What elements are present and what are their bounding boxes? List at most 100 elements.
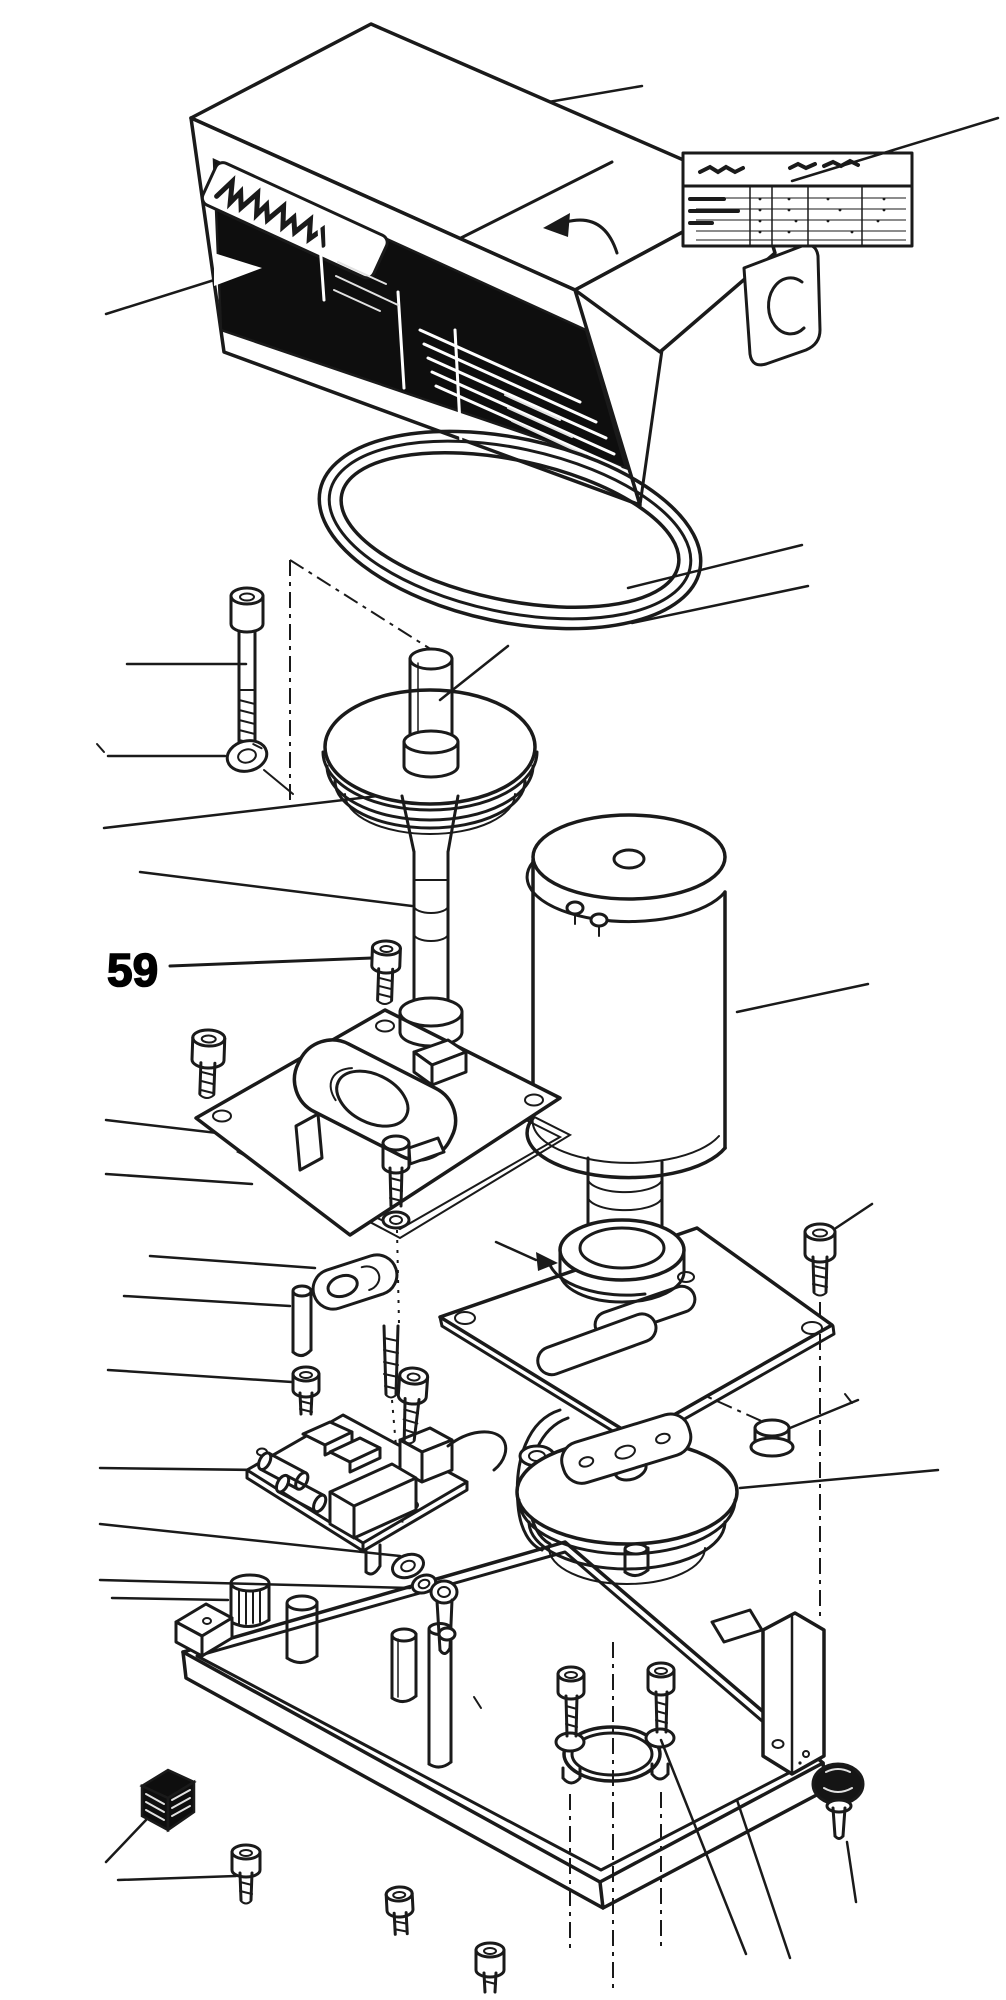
disc-top-plate	[560, 1412, 693, 1485]
leader-line	[148, 1254, 317, 1270]
plate-center-hole	[547, 1260, 647, 1297]
leader-line	[834, 1202, 874, 1230]
clamp-bolt-right	[646, 1661, 676, 1734]
clutch-stem	[400, 794, 460, 1002]
leader-line	[626, 543, 804, 590]
slotted-washer	[96, 739, 294, 795]
wing-screw	[381, 1134, 446, 1529]
leader-line	[122, 1294, 292, 1308]
leader-line	[104, 1172, 254, 1186]
plate-hole	[524, 1093, 544, 1107]
motor-terminal	[589, 912, 609, 928]
dowel-pin	[122, 1284, 313, 1357]
plate-hole	[454, 1311, 476, 1325]
slide-cover	[292, 1038, 468, 1172]
leader-line	[738, 1468, 940, 1490]
screw-bottom-left	[116, 1843, 262, 1905]
pcb-component-blocks	[301, 1420, 454, 1540]
base-post	[390, 1627, 418, 1703]
stray-mark	[844, 1393, 853, 1404]
motor-boss	[558, 1156, 686, 1304]
motor-pulley	[102, 644, 539, 1002]
leader-line	[116, 1874, 238, 1882]
leader-line	[735, 982, 870, 1014]
base-post	[285, 1594, 319, 1664]
wing-screw-arm	[407, 1136, 446, 1166]
leader-line	[788, 1398, 860, 1430]
panel-notch	[214, 253, 262, 286]
pcb-assembly	[98, 1365, 508, 1576]
plate-hole	[677, 1271, 695, 1283]
motor	[525, 813, 870, 1180]
motor-terminal	[565, 900, 585, 916]
screw-59	[370, 939, 402, 1005]
curved-arrow-icon	[543, 213, 619, 255]
plate-hole	[212, 1109, 232, 1123]
drive-belt	[317, 429, 810, 631]
plate-bolt-right	[803, 1202, 874, 1297]
spec-plate	[681, 116, 1000, 248]
washers-and-lug	[98, 1522, 459, 1655]
plate-hole	[375, 1019, 395, 1033]
logo-box	[200, 161, 389, 280]
stray-mark	[473, 1696, 482, 1709]
leader-line	[110, 1596, 230, 1602]
wire	[446, 1430, 508, 1472]
small-washer	[410, 1573, 438, 1595]
capacitor	[274, 1473, 328, 1514]
direction-arrow-icon	[494, 1240, 558, 1271]
threaded-rod	[382, 1324, 400, 1396]
leader-line	[98, 1522, 402, 1558]
stray-mark	[96, 743, 105, 753]
motor-shaft-hole	[612, 848, 646, 870]
leader-line	[98, 1578, 412, 1590]
spec-plate-cell-marks	[758, 197, 886, 234]
leader-line	[790, 116, 1000, 183]
leader-line	[98, 1466, 262, 1472]
clutch-disc-assembly	[515, 1408, 940, 1585]
logo-glyphs	[214, 175, 326, 248]
long-cap-screw	[125, 586, 265, 755]
pcb-screw-2	[396, 1366, 430, 1445]
base-rim	[181, 1540, 825, 1884]
cam-cover	[148, 1253, 399, 1311]
cover-end-bracket	[742, 243, 822, 367]
center-axis	[289, 556, 433, 800]
leader-line	[168, 956, 374, 968]
plate-hole	[801, 1321, 823, 1335]
slide-cover-tab	[294, 1112, 324, 1172]
leader-line	[630, 584, 810, 625]
right-bracket	[710, 1608, 826, 1776]
screw-bottom-center	[474, 1941, 506, 1994]
wing-screw-washer	[381, 1210, 411, 1230]
small-washer	[391, 1552, 425, 1580]
base-housing	[104, 1540, 865, 1994]
leader-line	[659, 1738, 748, 1956]
disc-hub-nub	[623, 1542, 650, 1577]
leader-line	[104, 1818, 148, 1864]
leader-line	[138, 870, 414, 908]
leader-line	[845, 1840, 858, 1904]
leader-line	[438, 644, 510, 702]
callout-59: 59	[106, 939, 402, 1005]
leader-line	[106, 1368, 294, 1384]
pulley-shaft	[402, 647, 460, 779]
thumb-screw	[811, 1762, 865, 1904]
base-axes	[569, 1642, 662, 1988]
pcb-leg	[364, 1543, 382, 1576]
plate-screw-left	[190, 1028, 227, 1099]
leader-line	[263, 769, 294, 795]
clamp-ear	[554, 1731, 586, 1753]
pcb-screw-1	[106, 1365, 321, 1416]
screw-bottom-mid	[384, 1885, 415, 1936]
cap-nut	[749, 1393, 860, 1458]
clamp-ear	[644, 1727, 676, 1749]
bearing-plate-assembly	[104, 996, 573, 1529]
leader-line	[735, 1798, 792, 1960]
switch-block	[104, 1768, 197, 1864]
part-number-label: 59	[107, 944, 158, 996]
clamp-bolt-left	[556, 1665, 586, 1738]
panel-print	[316, 213, 622, 470]
